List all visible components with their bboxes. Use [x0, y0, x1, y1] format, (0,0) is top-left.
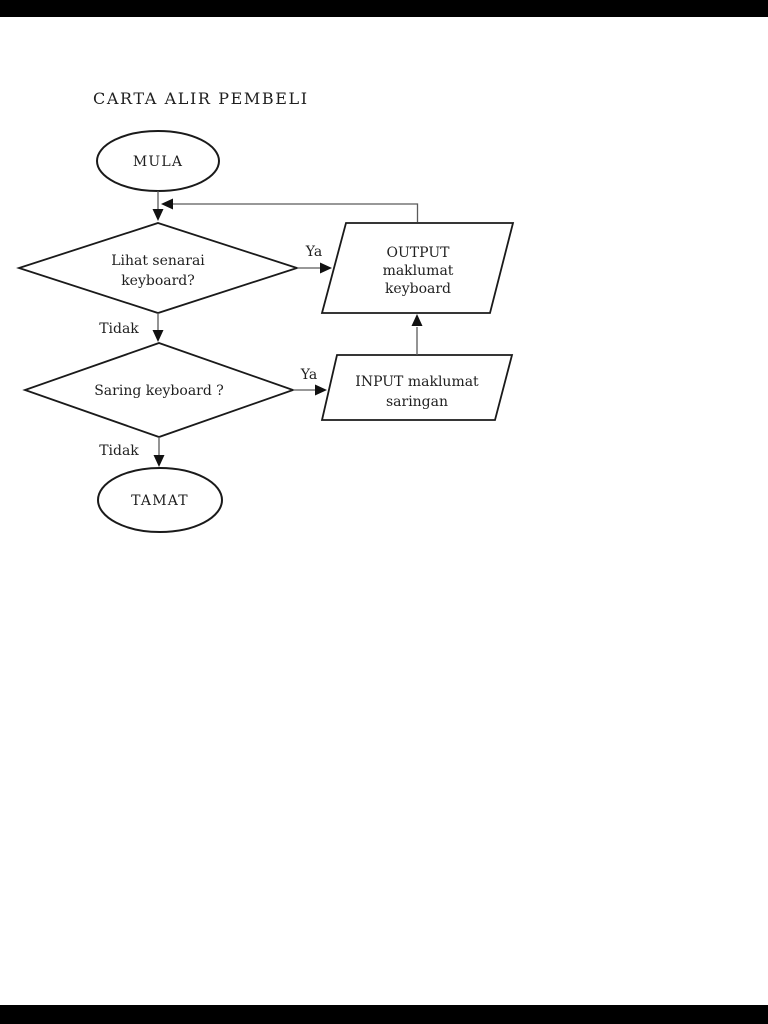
output-line3: keyboard — [385, 281, 451, 297]
page-title: CARTA ALIR PEMBELI — [93, 89, 309, 108]
arrowhead-down-into-decision2 — [152, 330, 164, 342]
arrowhead-right-into-input — [315, 384, 327, 396]
output-parallelogram — [320, 222, 515, 314]
decision-saring-keyboard-node: Saring keyboard ? — [22, 342, 296, 438]
letterbox-top-bar — [0, 0, 768, 17]
arrowhead-right-into-output — [320, 262, 332, 274]
start-node-label: MULA — [133, 154, 183, 170]
arrowhead-down-into-end — [153, 455, 165, 467]
start-node: MULA — [96, 130, 220, 192]
input-line1: INPUT maklumat — [355, 374, 479, 390]
end-node: TAMAT — [97, 467, 223, 533]
end-node-label: TAMAT — [131, 493, 189, 509]
decision-lihat-senarai-node: Lihat senarai keyboard? — [16, 222, 300, 314]
connector-decision2-to-end — [153, 437, 165, 467]
arrowhead-up-into-output — [411, 314, 423, 326]
output-maklumat-keyboard-node: OUTPUT maklumat keyboard — [320, 222, 515, 314]
letterbox-bottom-bar — [0, 1005, 768, 1024]
decision-lihat-senarai-line1: Lihat senarai — [111, 253, 205, 269]
input-line2: saringan — [386, 394, 448, 410]
arrowhead-left-feedback — [161, 198, 173, 210]
connector-decision1-to-decision2 — [152, 313, 164, 342]
output-line1: OUTPUT — [387, 245, 451, 261]
connector-output-feedback-to-start-line — [161, 198, 419, 222]
connector-decision1-to-output — [297, 262, 332, 274]
arrowhead-down-into-decision1 — [152, 209, 164, 221]
connector-decision2-to-input — [293, 384, 327, 396]
edge-label-ya-2: Ya — [300, 367, 318, 383]
input-parallelogram — [320, 354, 514, 421]
edge-label-tidak-2: Tidak — [99, 443, 139, 459]
decision-lihat-senarai-line2: keyboard? — [121, 273, 195, 289]
end-node-ellipse — [97, 467, 223, 533]
edge-label-ya-1: Ya — [305, 244, 323, 260]
input-maklumat-saringan-node: INPUT maklumat saringan — [320, 354, 514, 421]
decision-saring-keyboard-line1: Saring keyboard ? — [94, 383, 224, 399]
edge-label-tidak-1: Tidak — [99, 321, 139, 337]
output-line2: maklumat — [383, 263, 454, 279]
connector-start-to-decision1 — [152, 191, 164, 221]
connector-input-to-output — [411, 314, 423, 355]
